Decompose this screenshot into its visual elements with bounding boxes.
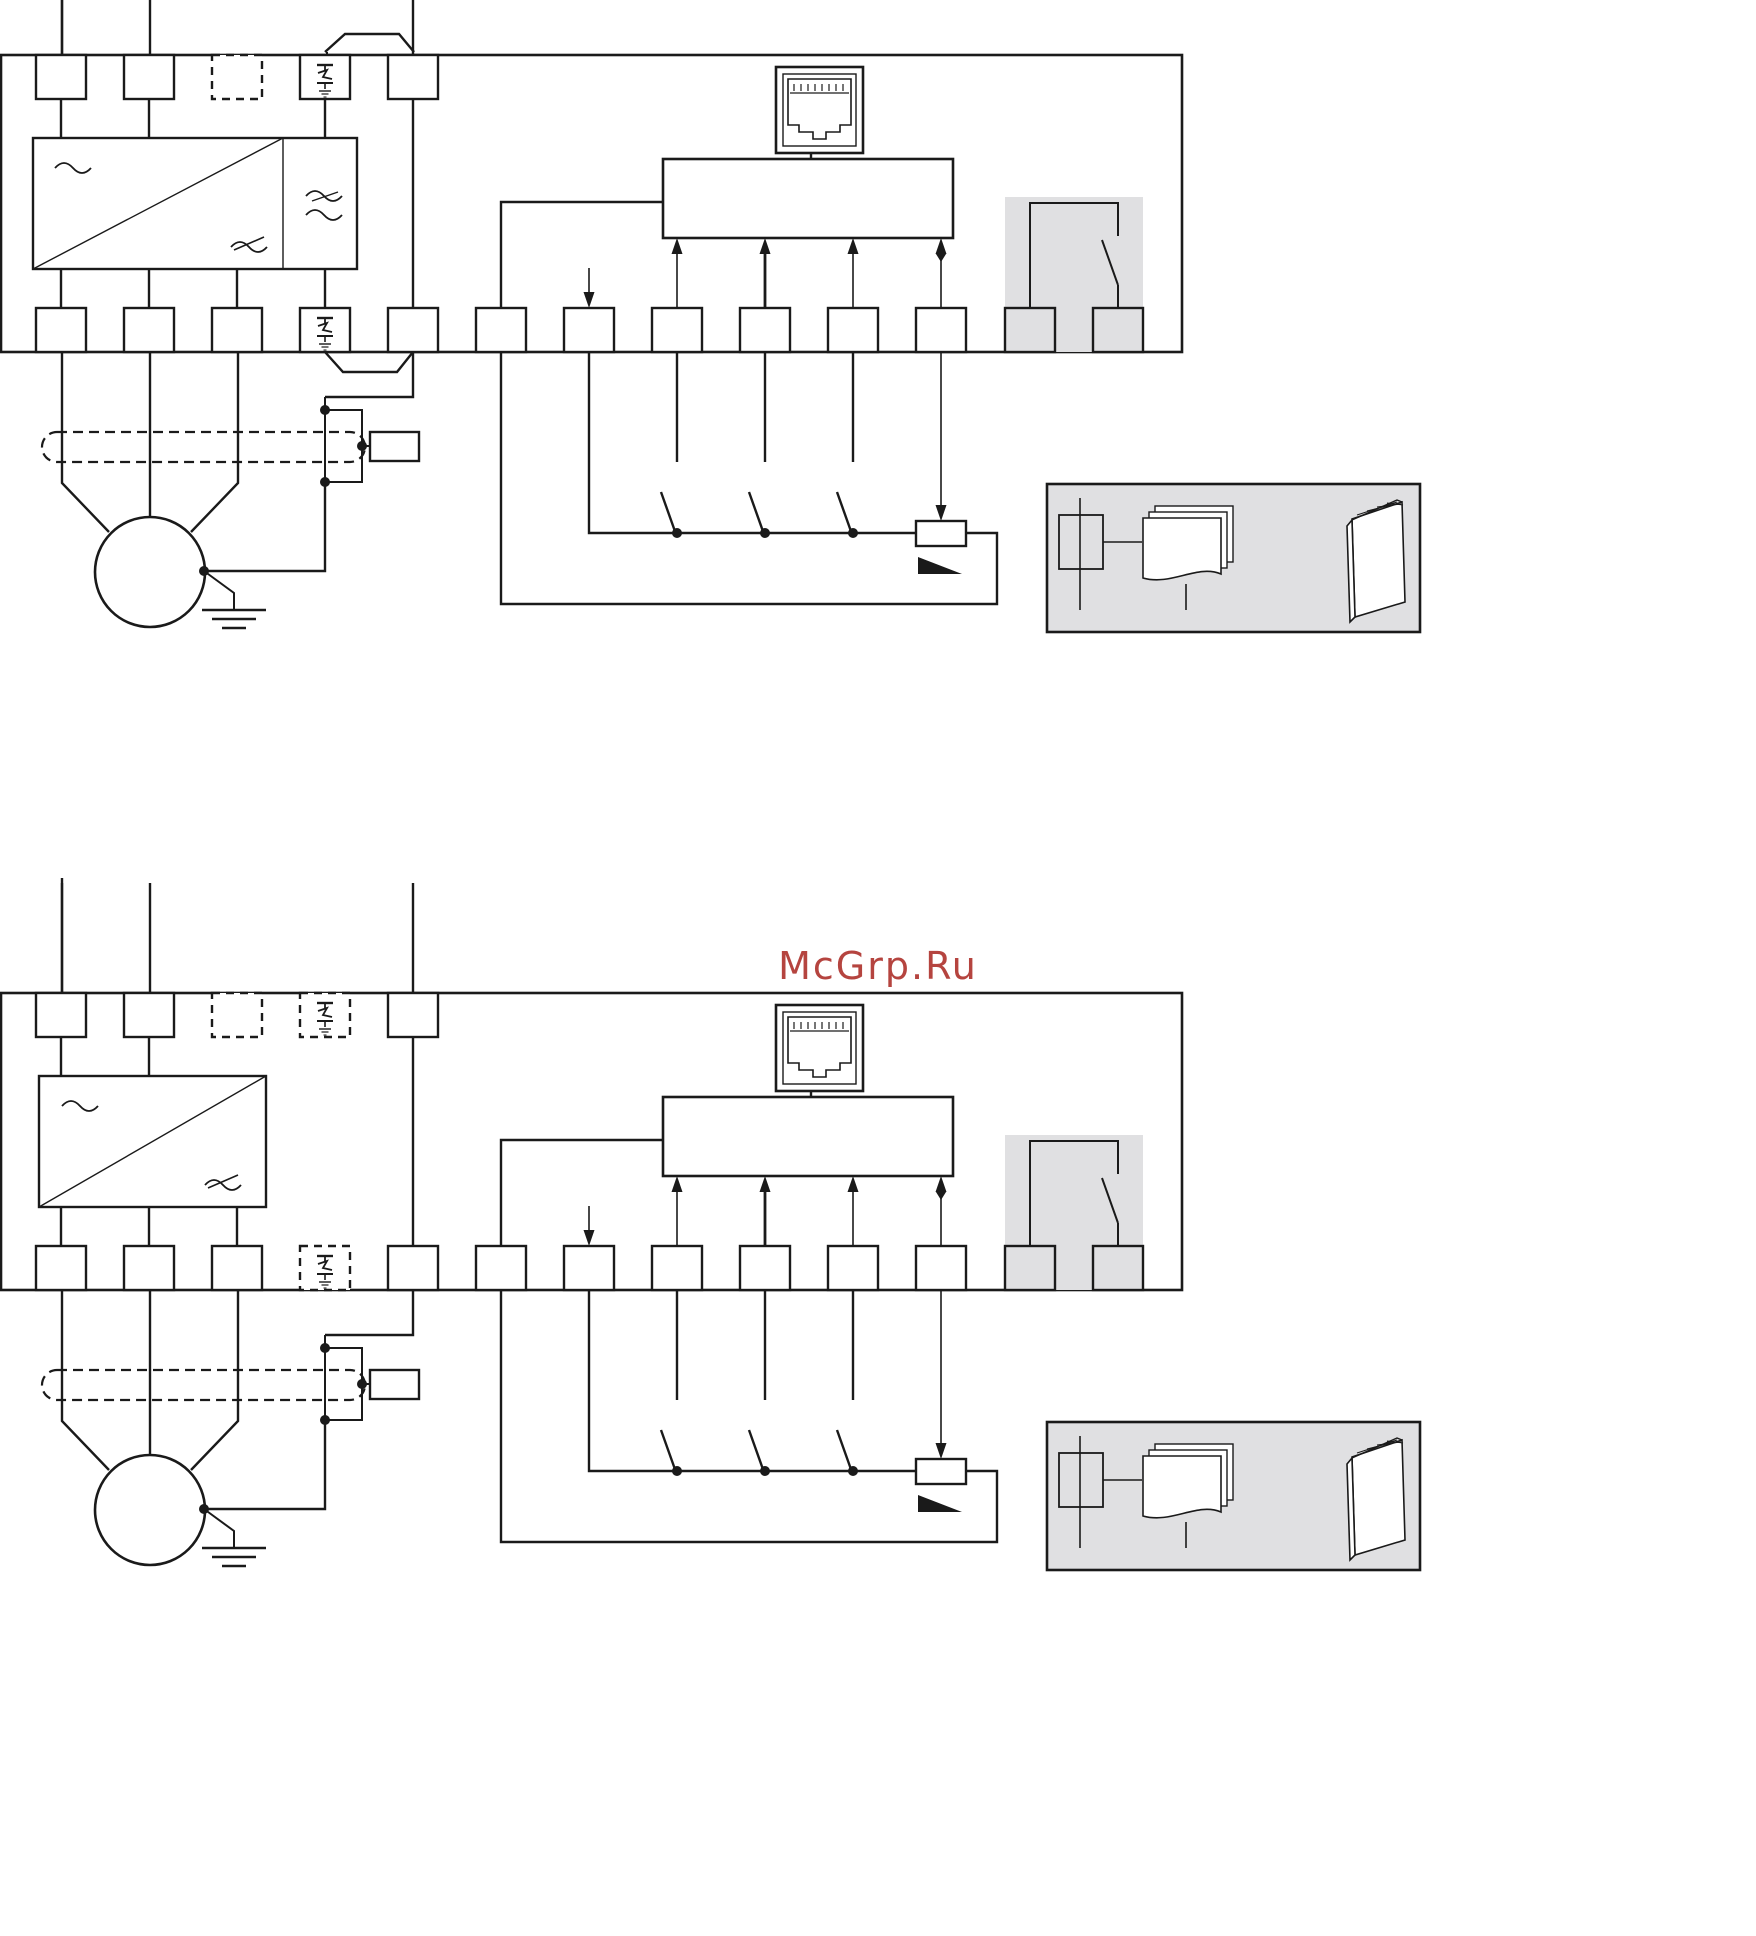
ground-icon <box>202 1546 266 1568</box>
switch-icon <box>835 352 855 538</box>
terminal-bottom-12 <box>1003 306 1057 354</box>
terminal-top-optional <box>210 991 264 1039</box>
junction-dot <box>672 528 682 538</box>
documentation-panel <box>1045 1420 1422 1572</box>
variable-ac-symbol <box>204 1179 242 1191</box>
terminal-bottom-7 <box>562 306 616 354</box>
potentiometer-icon <box>914 1290 968 1512</box>
thermal-sensor <box>368 430 421 463</box>
control-board <box>661 1095 955 1178</box>
potentiometer-icon <box>914 352 968 574</box>
arrow-tail <box>936 1192 946 1200</box>
ground-icon <box>202 608 266 630</box>
switch-icon <box>835 1290 855 1476</box>
terminal-top-5 <box>386 991 440 1039</box>
ac-symbol <box>54 162 92 174</box>
signal-arrow <box>671 238 683 254</box>
arrow-tail <box>936 254 946 262</box>
terminal-bottom-2 <box>122 306 176 354</box>
watermark: McGrp.Ru <box>778 944 978 988</box>
switch-icon <box>659 1290 679 1476</box>
terminal-top-1 <box>34 53 88 101</box>
switch-icon <box>747 352 767 538</box>
input-arrow <box>583 1230 595 1246</box>
converter-block <box>31 136 359 271</box>
signal-arrow <box>847 238 859 254</box>
terminal-top-2 <box>122 991 176 1039</box>
control-board <box>661 157 955 240</box>
junction-dot <box>760 1466 770 1476</box>
terminal-bottom-2 <box>122 1244 176 1292</box>
junction-dot <box>672 1466 682 1476</box>
terminal-bottom-3 <box>210 306 264 354</box>
documentation-icon <box>1058 498 1234 610</box>
relay-contact-icon <box>1029 1140 1119 1246</box>
junction-dot <box>320 1415 330 1425</box>
junction-dot <box>848 528 858 538</box>
terminal-bottom-1 <box>34 306 88 354</box>
thermal-sensor <box>368 1368 421 1401</box>
motor-icon <box>93 515 207 629</box>
terminal-bottom-5 <box>386 306 440 354</box>
ramp-symbol <box>918 557 962 574</box>
terminal-bottom-10 <box>826 306 880 354</box>
signal-arrow <box>935 238 947 254</box>
manual-book-icon <box>1346 1437 1406 1562</box>
signal-arrow <box>847 1176 859 1192</box>
terminal-bottom-9 <box>738 306 792 354</box>
filter-symbol <box>305 190 343 221</box>
terminal-bottom-9 <box>738 1244 792 1292</box>
terminal-bottom-13 <box>1091 306 1145 354</box>
wiper-arrow <box>935 505 947 521</box>
terminal-bottom-13 <box>1091 1244 1145 1292</box>
ac-symbol <box>61 1100 99 1112</box>
signal-arrow <box>671 1176 683 1192</box>
signal-arrow <box>935 1176 947 1192</box>
terminal-bottom-11 <box>914 306 968 354</box>
terminal-bottom-8 <box>650 1244 704 1292</box>
switch-icon <box>747 1290 767 1476</box>
terminal-bottom-11 <box>914 1244 968 1292</box>
terminal-top-1 <box>34 991 88 1039</box>
terminal-bottom-3 <box>210 1244 264 1292</box>
junction-dot <box>848 1466 858 1476</box>
switch-icon <box>659 352 679 538</box>
terminal-bottom-10 <box>826 1244 880 1292</box>
terminal-bottom-5 <box>386 1244 440 1292</box>
terminal-top-5 <box>386 53 440 101</box>
junction-dot <box>320 405 330 415</box>
relay-contact-icon <box>1029 202 1119 308</box>
terminal-bottom-1 <box>34 1244 88 1292</box>
motor-icon <box>93 1453 207 1567</box>
rj45-port-icon <box>774 1003 865 1093</box>
rj45-port-icon <box>774 65 865 155</box>
input-arrow <box>583 292 595 308</box>
terminal-top-optional <box>210 53 264 101</box>
ramp-symbol <box>918 1495 962 1512</box>
terminal-bottom-8 <box>650 306 704 354</box>
documentation-panel <box>1045 482 1422 634</box>
terminal-bottom-6 <box>474 306 528 354</box>
junction-dot <box>760 528 770 538</box>
terminal-bottom-6 <box>474 1244 528 1292</box>
terminal-top-2 <box>122 53 176 101</box>
emc-jumper-bottom <box>324 351 414 374</box>
junction-dot <box>320 1343 330 1353</box>
wiring-diagram-bottom <box>0 878 1422 1572</box>
wiper-arrow <box>935 1443 947 1459</box>
junction-dot <box>320 477 330 487</box>
variable-ac-symbol <box>230 241 268 253</box>
terminal-bottom-12 <box>1003 1244 1057 1292</box>
manual-book-icon <box>1346 499 1406 624</box>
documentation-icon <box>1058 1436 1234 1548</box>
emc-jumper-top <box>324 32 415 53</box>
signal-arrow <box>759 1176 771 1192</box>
signal-arrow <box>759 238 771 254</box>
cable-shield <box>40 430 367 464</box>
wiring-diagram-top <box>0 0 1422 634</box>
terminal-bottom-7 <box>562 1244 616 1292</box>
cable-shield <box>40 1368 367 1402</box>
